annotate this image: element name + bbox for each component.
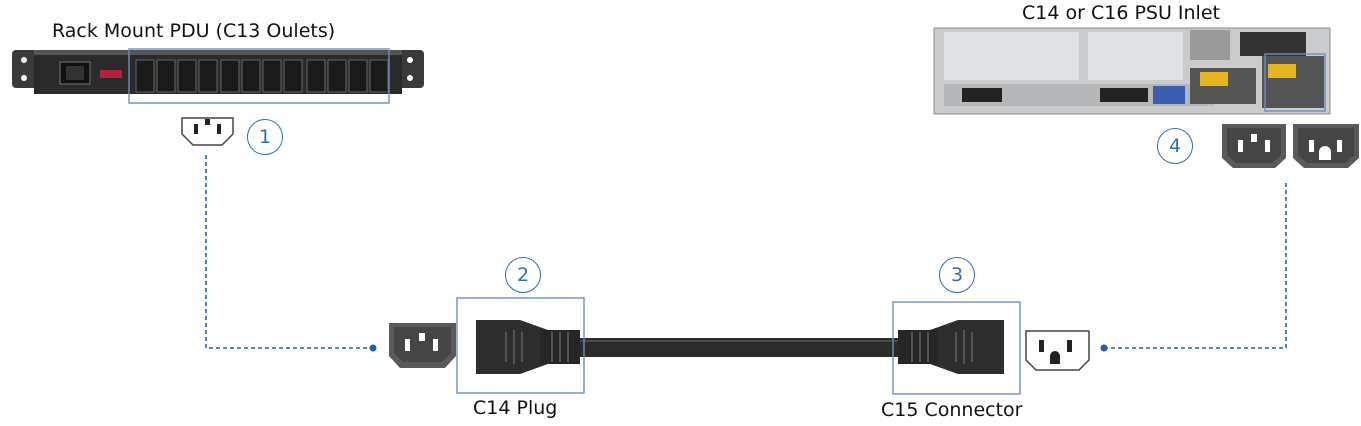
rack-mount-pdu	[12, 48, 424, 104]
c13-connector-icon	[389, 323, 456, 368]
step-3-badge: 3	[939, 257, 975, 293]
server-chassis	[933, 27, 1331, 115]
power-cable	[476, 320, 1004, 374]
c14-highlight-box	[456, 297, 585, 394]
psu-title: C14 or C16 PSU Inlet	[1022, 2, 1220, 24]
c14-inlet-icon	[1222, 124, 1286, 168]
c15-connector-icon	[1025, 330, 1090, 371]
step-4-badge: 4	[1157, 128, 1193, 164]
c13-outlet-icon	[181, 117, 234, 146]
step-1-badge: 1	[247, 119, 283, 155]
c15-connector-label: C15 Connector	[881, 399, 1023, 421]
dashed-lines	[205, 155, 1287, 349]
c16-inlet-icon	[1293, 124, 1359, 168]
pdu-title: Rack Mount PDU (C13 Oulets)	[52, 20, 336, 42]
c13-outlet-row	[135, 59, 389, 93]
c15-highlight-box	[892, 301, 1021, 395]
c14-plug-label: C14 Plug	[473, 397, 558, 419]
step-2-badge: 2	[505, 257, 541, 293]
